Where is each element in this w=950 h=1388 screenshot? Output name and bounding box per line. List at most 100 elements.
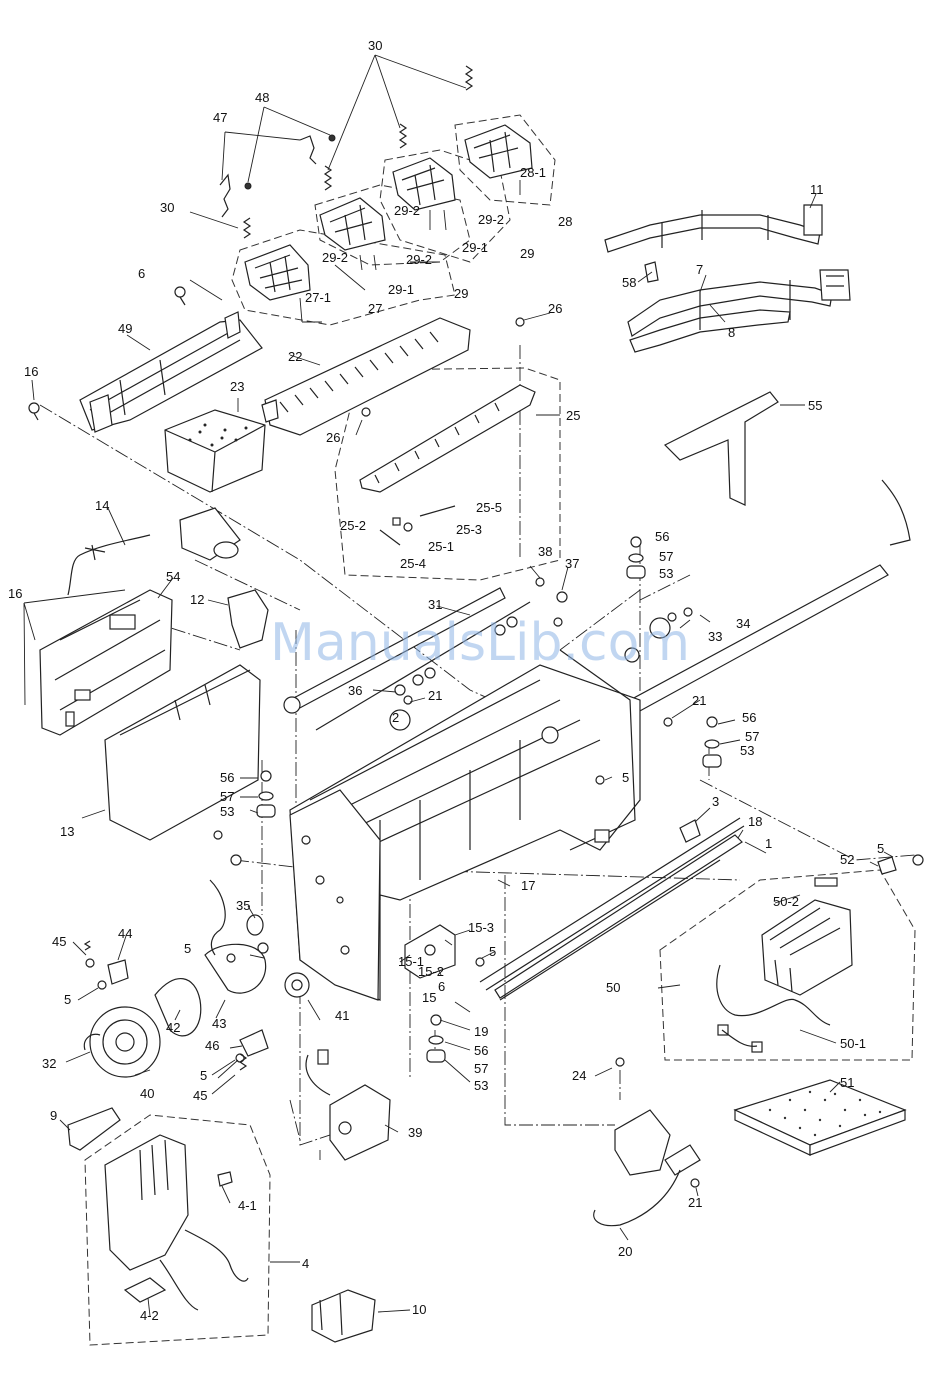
label-6-sensor: 6	[438, 979, 445, 994]
label-8: 8	[728, 325, 735, 340]
label-35: 35	[236, 898, 250, 913]
watermark-text: ManualsLib.com	[270, 613, 690, 673]
label-21-c: 21	[688, 1195, 702, 1210]
part-4-assembly	[104, 1134, 249, 1311]
label-53-a: 53	[659, 566, 673, 581]
part-20-24-sensor	[593, 1057, 701, 1227]
label-22: 22	[288, 349, 302, 364]
label-57-d: 57	[474, 1061, 488, 1076]
label-3: 3	[712, 794, 719, 809]
label-4: 4	[302, 1256, 309, 1271]
label-leaders	[23, 193, 894, 1317]
label-47: 47	[213, 110, 227, 125]
label-44: 44	[118, 926, 132, 941]
label-34: 34	[736, 616, 750, 631]
label-21-a: 21	[428, 688, 442, 703]
part-55-bracket	[663, 391, 779, 506]
label-54: 54	[166, 569, 180, 584]
label-11: 11	[810, 182, 824, 197]
label-26-top: 26	[548, 301, 562, 316]
label-5-right: 5	[877, 841, 884, 856]
part-51-pad	[733, 1079, 907, 1156]
label-21-b: 21	[692, 693, 706, 708]
part-14-motor	[67, 507, 241, 596]
label-50-2: 50-2	[773, 894, 799, 909]
label-15: 15	[422, 990, 436, 1005]
label-4-2: 4-2	[140, 1308, 159, 1323]
label-17: 17	[521, 878, 535, 893]
belt-18-shaft-1	[479, 817, 745, 1001]
label-25-1: 25-1	[428, 539, 454, 554]
drive-parts	[83, 879, 269, 1078]
label-25-5: 25-5	[476, 500, 502, 515]
gears	[284, 607, 701, 998]
label-53-c: 53	[220, 804, 234, 819]
label-46: 46	[205, 1038, 219, 1053]
label-29-2-a: 29-2	[394, 203, 420, 218]
label-29-2-b: 29-2	[478, 212, 504, 227]
label-30-top: 30	[368, 38, 382, 53]
label-41: 41	[335, 1008, 349, 1023]
label-26-mid: 26	[326, 430, 340, 445]
hooks-47-48	[219, 106, 336, 218]
label-20: 20	[618, 1244, 632, 1259]
label-57-b: 57	[745, 729, 759, 744]
label-25: 25	[566, 408, 580, 423]
part-23-pad	[164, 409, 266, 493]
label-53-d: 53	[474, 1078, 488, 1093]
washer-stacks	[256, 536, 722, 1063]
label-4-1: 4-1	[238, 1198, 257, 1213]
label-5-mid: 5	[184, 941, 191, 956]
label-37: 37	[565, 556, 579, 571]
label-36: 36	[348, 683, 362, 698]
label-10: 10	[412, 1302, 426, 1317]
part-39-motor	[305, 1049, 391, 1161]
label-29-1-a: 29-1	[462, 240, 488, 255]
main-chassis-frame	[289, 649, 641, 1001]
label-13: 13	[60, 824, 74, 839]
label-45-a: 45	[52, 934, 66, 949]
spring-30-group	[189, 54, 474, 239]
label-43: 43	[212, 1016, 226, 1031]
part-25-assembly	[359, 317, 536, 546]
label-23: 23	[230, 379, 244, 394]
part-9-tab	[67, 1107, 121, 1151]
label-15-2: 15-2	[418, 964, 444, 979]
label-15-1: 15-1	[398, 954, 424, 969]
part-13-shield	[104, 664, 261, 841]
part-12-switch	[227, 589, 269, 649]
part-number-labels: 30 48 47 28-1 28 11 30 29-2 29-2 29-1 29…	[8, 38, 884, 1323]
label-5-bottom: 5	[200, 1068, 207, 1083]
part-54-board	[39, 589, 173, 736]
label-28-1: 28-1	[520, 165, 546, 180]
label-50-1: 50-1	[840, 1036, 866, 1051]
label-55: 55	[808, 398, 822, 413]
ribbon-cables	[604, 204, 851, 353]
label-52: 52	[840, 852, 854, 867]
label-16-top: 16	[24, 364, 38, 379]
label-53-b: 53	[740, 743, 754, 758]
label-56-d: 56	[474, 1043, 488, 1058]
part-52-clip	[877, 854, 924, 875]
label-25-2: 25-2	[340, 518, 366, 533]
label-15-3: 15-3	[468, 920, 494, 935]
label-7: 7	[696, 262, 703, 277]
label-57-a: 57	[659, 549, 673, 564]
label-56-c: 56	[220, 770, 234, 785]
label-50: 50	[606, 980, 620, 995]
part-15-sensor	[404, 924, 456, 979]
label-42: 42	[166, 1020, 180, 1035]
label-56-b: 56	[742, 710, 756, 725]
label-30-left: 30	[160, 200, 174, 215]
label-18: 18	[748, 814, 762, 829]
label-28: 28	[558, 214, 572, 229]
label-40: 40	[140, 1086, 154, 1101]
label-49: 49	[118, 321, 132, 336]
label-5-sensor: 5	[489, 944, 496, 959]
label-14: 14	[95, 498, 109, 513]
label-27-1: 27-1	[305, 290, 331, 305]
label-29-b: 29	[454, 286, 468, 301]
label-5-left: 5	[64, 992, 71, 1007]
label-48: 48	[255, 90, 269, 105]
